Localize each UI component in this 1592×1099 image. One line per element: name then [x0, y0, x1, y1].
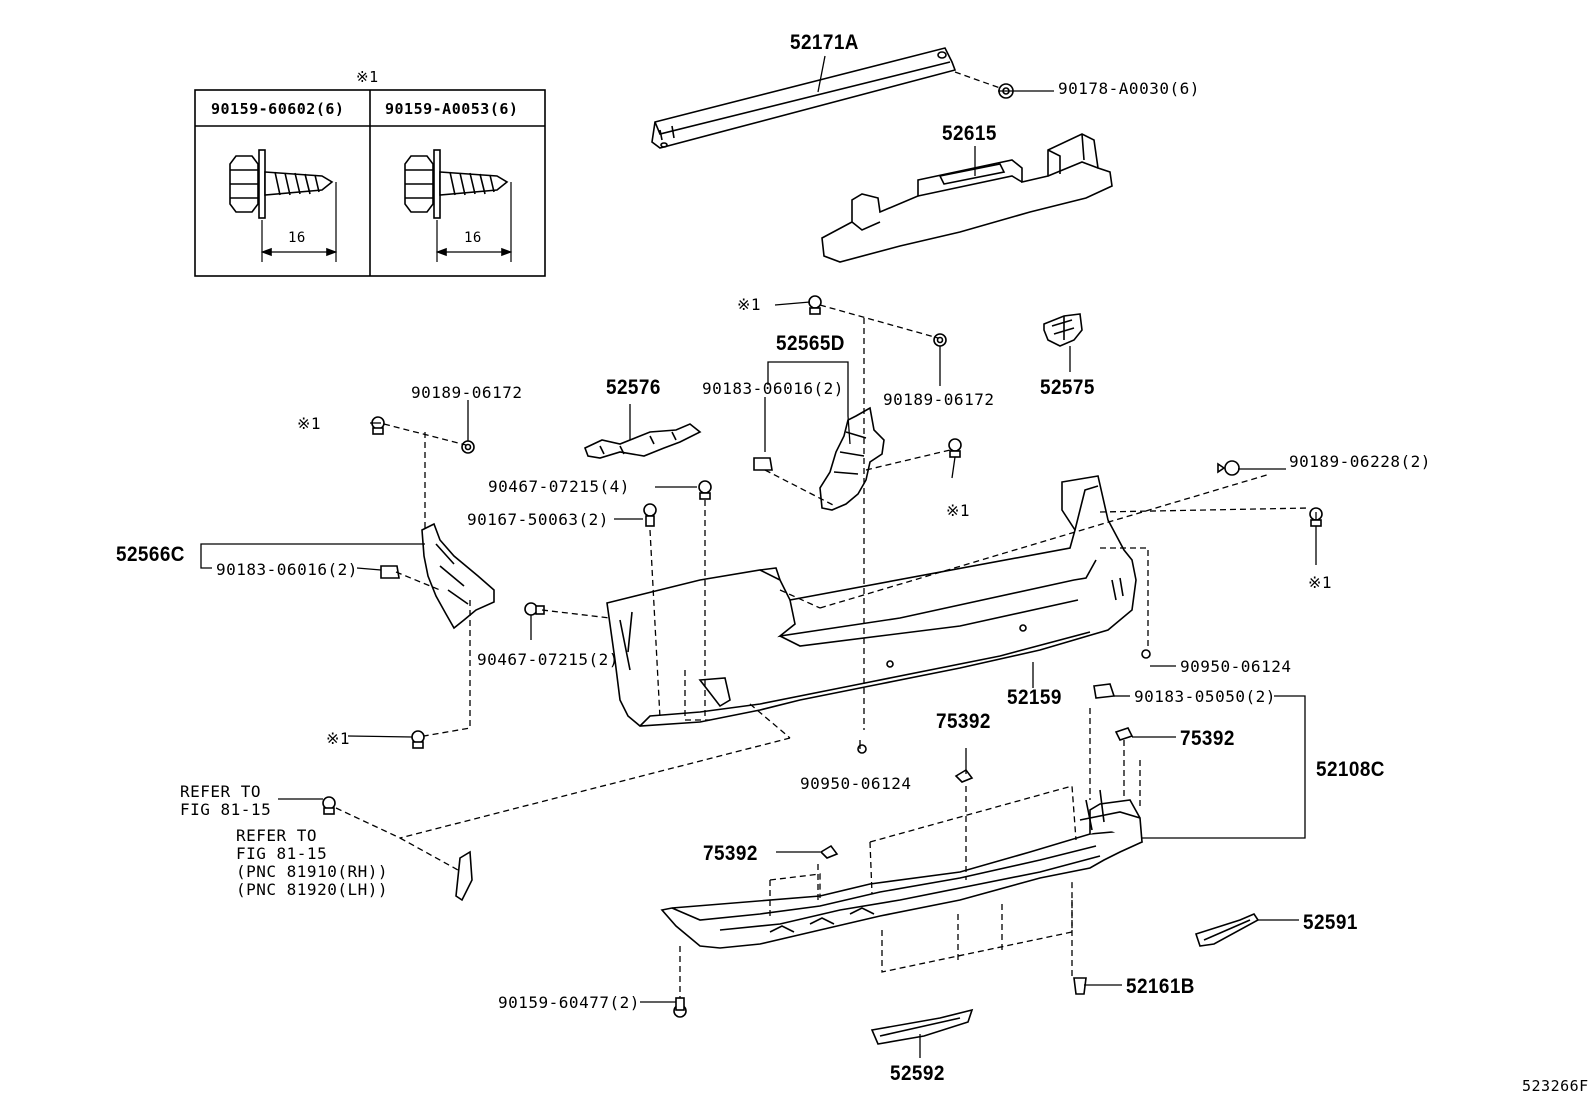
part-label-90467-07215-4: 90467-07215(4) — [488, 477, 630, 496]
reflector-52591-part — [1194, 913, 1260, 947]
part-label-52159: 52159 — [1007, 686, 1062, 709]
fastener-icons — [322, 83, 1323, 1018]
dashed-lines — [335, 71, 1311, 998]
screw-icon — [229, 149, 338, 262]
part-label-52161B: 52161B — [1126, 975, 1195, 998]
inset-col2-dimension: 16 — [464, 230, 482, 246]
part-label-52615: 52615 — [942, 122, 997, 145]
reflector-52592-part — [870, 1008, 974, 1045]
retainer-52575-part — [1043, 313, 1083, 347]
part-label-52575: 52575 — [1040, 376, 1095, 399]
energy-absorber-part — [821, 133, 1113, 263]
retainer-52576-part — [583, 423, 702, 459]
part-label-90159-60477: 90159-60477(2) — [498, 993, 640, 1012]
screw-icon — [404, 149, 513, 262]
part-label-90189-06172-right: 90189-06172 — [883, 390, 995, 409]
part-label-75392-right: 75392 — [1180, 727, 1235, 750]
part-label-52566C: 52566C — [116, 543, 185, 566]
clip-icon — [380, 457, 1116, 699]
inset-table — [194, 89, 546, 277]
part-label-52592: 52592 — [890, 1062, 945, 1085]
side-reflector-part — [455, 850, 473, 902]
part-label-90189-06228: 90189-06228(2) — [1289, 452, 1431, 471]
part-label-90183-06016-right: 90183-06016(2) — [702, 379, 844, 398]
part-label-52576: 52576 — [606, 376, 661, 399]
part-label-75392-top: 75392 — [936, 710, 991, 733]
lower-cover-part — [660, 789, 1144, 949]
marker-label: ※1 — [297, 414, 322, 433]
part-label-52171A: 52171A — [790, 31, 859, 54]
part-label-90183-05050: 90183-05050(2) — [1134, 687, 1276, 706]
refer-note-1: REFER TO FIG 81-15 — [180, 782, 272, 819]
marker-label: ※1 — [737, 295, 762, 314]
part-label-90178: 90178-A0030(6) — [1058, 79, 1200, 98]
part-label-75392-left: 75392 — [703, 842, 758, 865]
part-label-90167-50063: 90167-50063(2) — [467, 510, 609, 529]
diagram-id: 523266F — [1522, 1077, 1589, 1095]
bumper-cover-part — [606, 475, 1137, 727]
marker-label: ※1 — [1308, 573, 1333, 592]
inset-marker: ※1 — [356, 68, 379, 86]
leader-lines — [200, 55, 1317, 1058]
part-label-90189-06172-left: 90189-06172 — [411, 383, 523, 402]
part-label-90950-06124-right: 90950-06124 — [1180, 657, 1292, 676]
inset-col1-dimension: 16 — [288, 230, 306, 246]
marker-label: ※1 — [946, 501, 971, 520]
part-label-90183-06016-left: 90183-06016(2) — [216, 560, 358, 579]
part-label-52565D: 52565D — [776, 332, 845, 355]
inset-col1-header: 90159-60602(6) — [211, 100, 345, 118]
inset-col2-header: 90159-A0053(6) — [385, 100, 519, 118]
part-label-52108C: 52108C — [1316, 758, 1385, 781]
part-label-90467-07215-2: 90467-07215(2) — [477, 650, 619, 669]
part-label-52591: 52591 — [1303, 911, 1358, 934]
marker-label: ※1 — [326, 729, 351, 748]
bumper-reinforcement-part — [651, 47, 957, 149]
retainer-52565D-part — [819, 406, 885, 511]
retainer-52566C-part — [421, 522, 495, 630]
refer-note-2: REFER TO FIG 81-15 (PNC 81910(RH)) (PNC … — [236, 826, 388, 899]
part-label-90950-06124-center: 90950-06124 — [800, 774, 912, 793]
